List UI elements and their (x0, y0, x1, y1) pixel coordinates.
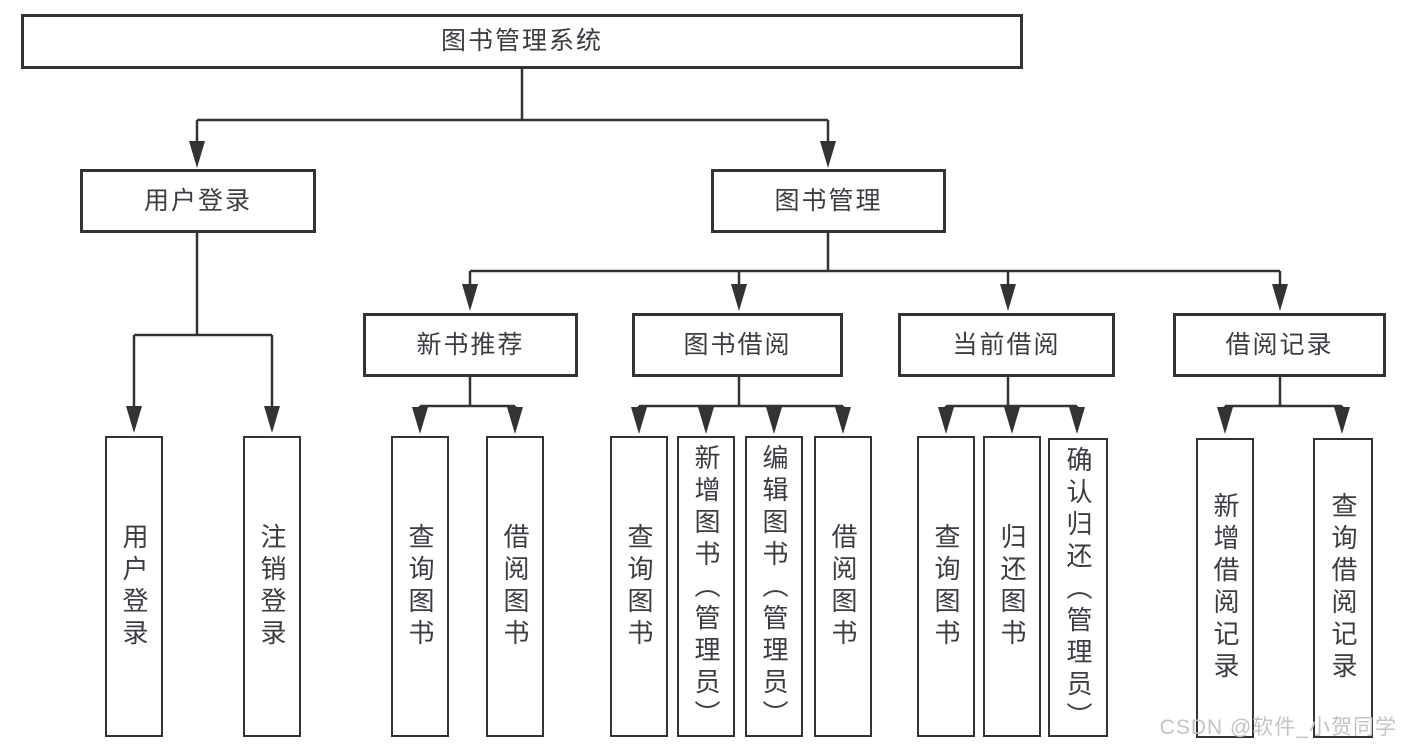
node-borrow-records: 借阅记录 (1173, 313, 1386, 377)
leaf-query-books-recommend: 查询图书 (391, 436, 449, 737)
arrow-down-icon (1004, 407, 1020, 434)
leaf-query-books-current: 查询图书 (917, 436, 975, 737)
leaf-borrow-books-recommend: 借阅图书 (486, 436, 544, 737)
leaf-user-login: 用户登录 (105, 436, 163, 737)
arrow-down-icon (1000, 284, 1016, 311)
arrow-down-icon (126, 406, 142, 433)
leaf-add-borrow-record: 新增借阅记录 (1196, 438, 1254, 738)
arrowheads (126, 141, 1350, 434)
connector-new-book-children (418, 377, 517, 410)
node-root: 图书管理系统 (21, 14, 1023, 69)
connector-current-borrow-children (944, 377, 1079, 410)
leaf-borrow-books: 借阅图书 (814, 436, 872, 737)
arrow-down-icon (631, 407, 647, 434)
connector-book-mgmt-to-level3 (468, 233, 1282, 285)
arrow-down-icon (462, 284, 478, 311)
leaf-add-book-admin: 新增图书（管理员） (677, 436, 735, 737)
arrow-down-icon (698, 407, 714, 434)
connector-root-to-level2 (195, 69, 830, 143)
arrow-down-icon (1272, 284, 1288, 311)
node-new-book-recommend: 新书推荐 (363, 313, 578, 377)
arrow-down-icon (264, 406, 280, 433)
connector-borrow-records-children (1223, 377, 1344, 410)
watermark: CSDN @软件_小贺同学 (1159, 716, 1397, 739)
arrow-down-icon (507, 407, 523, 434)
arrow-down-icon (835, 407, 851, 434)
arrow-down-icon (938, 407, 954, 434)
arrow-down-icon (766, 407, 782, 434)
leaf-edit-book-admin: 编辑图书（管理员） (745, 436, 803, 737)
node-book-borrow: 图书借阅 (632, 313, 843, 377)
node-user-login: 用户登录 (80, 169, 316, 233)
arrow-down-icon (731, 284, 747, 311)
node-current-borrow: 当前借阅 (898, 313, 1115, 377)
leaf-query-borrow-record: 查询借阅记录 (1313, 438, 1373, 738)
arrow-down-icon (1334, 407, 1350, 434)
arrow-down-icon (820, 141, 836, 168)
arrow-down-icon (1217, 407, 1233, 434)
connector-book-borrow-children (637, 377, 845, 410)
arrow-down-icon (412, 407, 428, 434)
node-book-management: 图书管理 (711, 169, 946, 233)
leaf-logout: 注销登录 (243, 436, 301, 737)
leaf-query-books-borrow: 查询图书 (610, 436, 668, 737)
leaf-confirm-return-admin: 确认归还（管理员） (1048, 438, 1108, 737)
leaf-return-book: 归还图书 (983, 436, 1041, 737)
connector-user-login-children (132, 233, 274, 408)
arrow-down-icon (189, 141, 205, 168)
arrow-down-icon (1069, 407, 1085, 434)
